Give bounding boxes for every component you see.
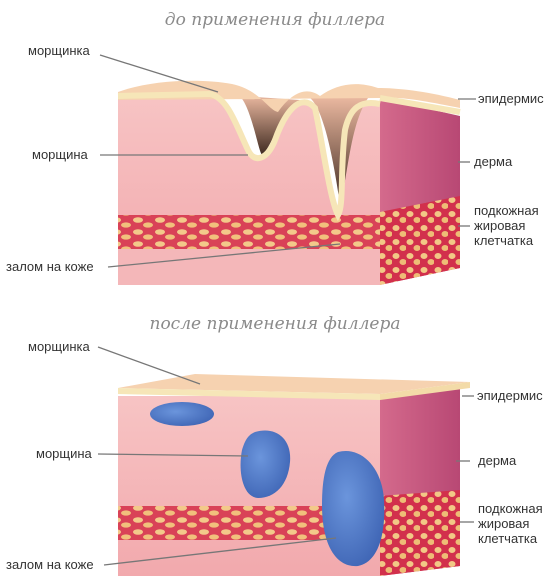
after-skin-block [118,374,470,576]
before-label-dermis: дерма [474,155,512,169]
after-fat-side [380,490,460,576]
after-label-subcutaneous-1: подкожная [478,502,543,516]
before-label-small-wrinkle: морщинка [28,44,90,58]
after-label-subcutaneous-3: клетчатка [478,532,537,546]
before-label-epidermis: эпидермис [478,92,544,106]
after-small-wrinkle-filler [150,402,214,426]
after-label-small-wrinkle: морщинка [28,340,90,354]
before-fat-layer [118,215,380,249]
before-skin-block [118,81,460,285]
after-label-crease: залом на коже [6,558,94,572]
before-label-wrinkle: морщина [32,148,88,162]
after-label-wrinkle: морщина [36,447,92,461]
after-label-epidermis: эпидермис [477,389,543,403]
before-label-subcutaneous-3: клетчатка [474,234,533,248]
after-label-subcutaneous-2: жировая [478,517,529,531]
after-label-dermis: дерма [478,454,516,468]
before-label-crease: залом на коже [6,260,94,274]
before-label-subcutaneous-1: подкожная [474,204,539,218]
before-label-subcutaneous-2: жировая [474,219,525,233]
